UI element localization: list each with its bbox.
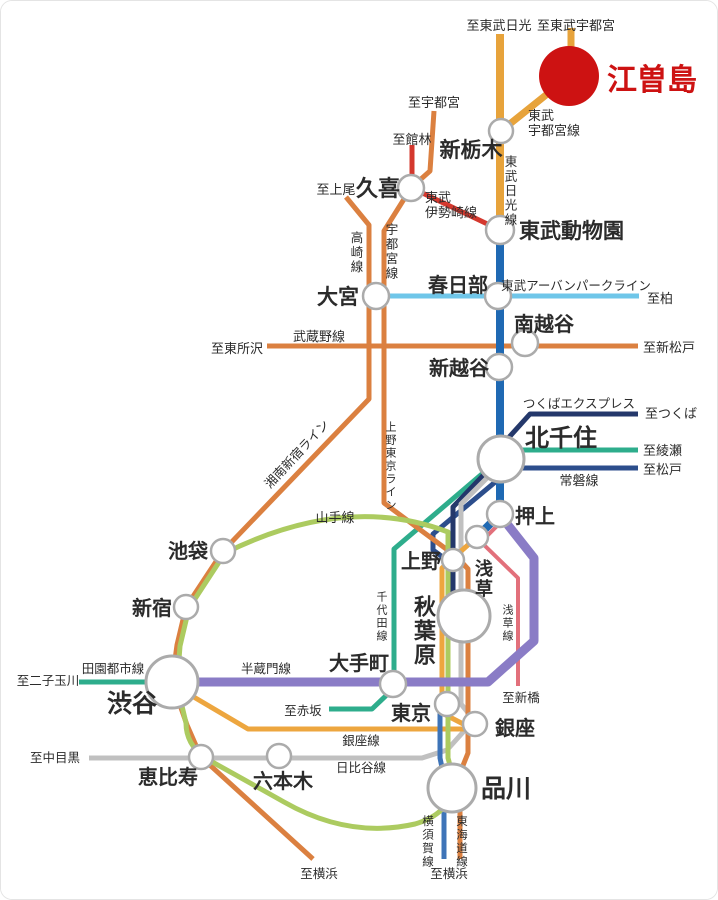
station-roppongi-label: 六本木 — [253, 769, 314, 793]
line-urban-park-label: 東武アーバンパークライン — [501, 278, 651, 293]
edge-to-kashiwa: 至柏 — [647, 292, 673, 307]
station-shin-koshigaya-label: 新越谷 — [429, 356, 490, 380]
station-shibuya-label: 渋谷 — [107, 689, 158, 718]
edge-to-tatebayashi: 至館林 — [392, 133, 431, 148]
line-hibiya-label: 日比谷線 — [336, 760, 387, 775]
line-ueno-tokyo-label: 上野東京ライン — [386, 421, 397, 512]
edge-to-ageo: 至上尾 — [316, 183, 355, 198]
station-shibuya-marker — [144, 654, 200, 710]
station-roppongi-marker — [265, 742, 293, 770]
edge-to-futako-tamagawa: 至二子玉川 — [17, 673, 80, 688]
station-ginza-label: 銀座 — [495, 716, 535, 740]
line-utsunomiya-label: 宇都宮線 — [386, 222, 399, 280]
line-shonan-shinjuku-label: 湘南新宿ライン — [261, 417, 332, 491]
edge-to-utsunomiya: 至宇都宮 — [408, 95, 460, 111]
line-tobu-nikko-label: 東武日光線 — [505, 154, 518, 227]
line-tobu-utsunomiya-label: 東武宇都宮線 — [528, 108, 580, 139]
station-tokyo-label: 東京 — [391, 701, 431, 725]
station-tobu-zoo-label: 東武動物園 — [519, 218, 624, 243]
station-shinagawa-label: 品川 — [481, 774, 531, 803]
edge-to-akasaka: 至赤坂 — [284, 703, 322, 718]
edge-to-tsukuba: 至つくば — [645, 407, 697, 422]
line-isesaki-label: 東武伊勢崎線 — [425, 190, 477, 221]
line-joban — [430, 465, 638, 564]
edge-to-matsudo: 至松戸 — [643, 463, 682, 478]
edge-to-yokohama-left: 至横浜 — [300, 866, 338, 881]
line-chiyoda-label: 千代田線 — [377, 591, 388, 643]
line-musashino-label: 武蔵野線 — [293, 329, 345, 345]
station-minami-koshigaya-label: 南越谷 — [514, 312, 575, 336]
station-ebisu-label: 恵比寿 — [138, 765, 198, 789]
station-esojima-label: 江曽島 — [607, 63, 697, 98]
station-esojima-marker — [539, 46, 599, 106]
station-tokyo-marker — [433, 690, 461, 718]
station-ueno-marker — [440, 547, 466, 573]
edge-to-higashi-tokorozawa: 至東所沢 — [211, 341, 263, 357]
station-asakusa-marker — [464, 524, 490, 550]
station-shin-koshigaya-marker — [484, 352, 514, 382]
line-asakusa-line — [479, 517, 520, 686]
edge-to-shimbashi: 至新橋 — [502, 690, 540, 705]
station-asakusa-label: 浅草 — [475, 558, 493, 600]
station-omiya-marker — [361, 281, 391, 311]
station-shin-tochigi-marker — [487, 117, 515, 145]
edge-to-ayase: 至綾瀬 — [643, 443, 682, 459]
edge-to-tobu-utsunomiya: 至東武宇都宮 — [537, 18, 615, 34]
station-akihabara-marker — [436, 588, 492, 644]
station-minami-koshigaya-marker — [510, 328, 540, 358]
station-otemachi-label: 大手町 — [329, 651, 389, 675]
line-ginza-label: 銀座線 — [342, 733, 380, 748]
station-kita-senju-label: 北千住 — [525, 423, 597, 452]
line-shonan-shinjuku-takasaki — [169, 195, 372, 861]
station-shinjuku-marker — [172, 593, 200, 621]
station-shinjuku-label: 新宿 — [132, 596, 172, 620]
station-ueno-label: 上野 — [401, 549, 441, 573]
station-kuki-label: 久喜 — [356, 176, 400, 202]
line-tsukuba-express-label: つくばエクスプレス — [523, 396, 635, 411]
station-omiya-label: 大宮 — [317, 284, 359, 309]
line-takasaki-label: 高崎線 — [351, 230, 364, 274]
station-kasukabe-label: 春日部 — [427, 273, 488, 297]
station-kuki-marker — [396, 173, 426, 203]
station-shinagawa-marker — [426, 762, 478, 814]
line-yamanote-label: 山手線 — [315, 510, 354, 526]
line-tokaido-label: 東海道線 — [456, 814, 468, 869]
edge-to-tobu-nikko: 至東武日光 — [466, 18, 531, 34]
line-hanzomon-label: 半蔵門線 — [241, 661, 292, 676]
line-yokosuka-label: 横須賀線 — [422, 814, 434, 869]
station-oshiage-marker — [485, 499, 515, 529]
station-ikebukuro-marker — [209, 537, 237, 565]
station-akihabara-label: 秋葉原 — [413, 595, 437, 669]
line-asakusa-label: 浅草線 — [503, 604, 514, 643]
edge-to-shin-matsudo: 至新松戸 — [643, 340, 695, 356]
station-ginza-sta-marker — [461, 710, 489, 738]
station-tobu-dobutsu-koen-marker — [484, 214, 516, 246]
line-denentoshi-label: 田園都市線 — [82, 661, 145, 676]
station-ikebukuro-label: 池袋 — [168, 539, 209, 563]
edge-to-naka-meguro: 至中目黒 — [30, 750, 80, 765]
line-joban-label: 常磐線 — [559, 473, 598, 489]
edge-to-yokohama-center: 至横浜 — [430, 866, 468, 881]
station-kasukabe-marker — [483, 281, 513, 311]
station-kita-senju-marker — [476, 434, 526, 484]
station-ebisu-marker — [187, 743, 215, 771]
station-otemachi-marker — [378, 669, 408, 699]
station-shintochigi-label: 新栃木 — [440, 137, 504, 162]
station-oshiage-label: 押上 — [515, 504, 555, 528]
